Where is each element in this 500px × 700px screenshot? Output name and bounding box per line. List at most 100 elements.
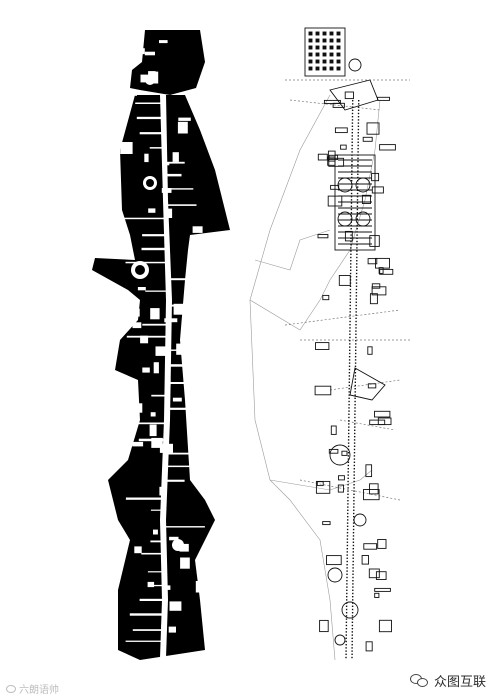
column — [347, 490, 349, 492]
column — [351, 176, 353, 179]
column — [354, 397, 356, 399]
column — [347, 516, 349, 518]
column — [345, 644, 347, 646]
plan-silhouette — [92, 30, 230, 660]
column — [349, 301, 351, 303]
column — [352, 576, 354, 579]
building-outline — [374, 410, 391, 418]
column — [351, 154, 353, 156]
column — [348, 426, 350, 428]
column — [351, 628, 354, 630]
column — [357, 160, 359, 163]
weibo-icon — [6, 684, 16, 693]
column — [354, 381, 356, 383]
column — [353, 484, 355, 486]
column — [357, 170, 359, 172]
column — [352, 592, 354, 595]
column — [346, 525, 349, 527]
column — [346, 532, 349, 534]
cross-lane — [132, 629, 166, 631]
figure-ground-plan — [92, 30, 230, 660]
cross-lane — [142, 234, 166, 237]
column — [350, 266, 352, 268]
pier — [336, 31, 341, 36]
column — [352, 583, 354, 585]
pier — [329, 66, 334, 71]
column — [357, 164, 359, 166]
column — [356, 189, 359, 191]
column — [347, 442, 350, 444]
column — [355, 298, 357, 300]
building-outline — [327, 195, 343, 207]
building-outline — [367, 346, 373, 355]
column — [348, 372, 351, 374]
column — [351, 612, 354, 614]
column — [357, 173, 359, 175]
column — [350, 253, 352, 255]
column — [354, 420, 356, 422]
column — [346, 551, 348, 553]
column — [349, 324, 351, 326]
column — [348, 413, 350, 415]
column — [352, 602, 354, 604]
column — [355, 320, 357, 323]
courtyard — [162, 162, 170, 166]
triangular-plaza — [349, 367, 386, 401]
column — [355, 317, 357, 319]
courtyard — [132, 441, 144, 447]
pier — [308, 31, 313, 36]
column — [350, 221, 352, 223]
column — [350, 269, 352, 271]
building-outline — [340, 144, 347, 150]
church-core — [146, 179, 154, 187]
column — [356, 205, 359, 207]
column — [345, 615, 348, 617]
column — [356, 212, 359, 214]
courtyard — [169, 536, 179, 541]
column — [349, 349, 351, 351]
column — [352, 554, 354, 556]
column — [354, 423, 356, 425]
column — [349, 327, 351, 329]
column — [355, 295, 358, 297]
column — [357, 122, 360, 124]
column — [350, 234, 352, 236]
column — [352, 596, 354, 598]
column — [353, 445, 356, 447]
courtyard — [179, 543, 189, 552]
column — [352, 522, 355, 524]
column — [349, 336, 351, 339]
column — [349, 346, 351, 348]
column — [356, 208, 359, 211]
courtyard — [165, 585, 171, 590]
column — [349, 288, 352, 291]
cross-lane — [150, 509, 166, 511]
column — [355, 330, 357, 332]
cross-lane — [166, 188, 194, 190]
courtyard — [189, 314, 198, 319]
column — [350, 256, 352, 259]
column — [351, 170, 353, 172]
pier — [308, 45, 313, 50]
building-outline — [377, 96, 390, 101]
watermark-right-text: 众图互联 — [433, 675, 486, 690]
column — [356, 244, 358, 246]
pier — [322, 52, 327, 57]
column — [349, 320, 351, 323]
column — [345, 653, 347, 655]
column — [348, 432, 350, 435]
courtyard — [142, 367, 150, 373]
column — [351, 173, 353, 175]
column — [348, 368, 351, 371]
pier — [308, 59, 313, 64]
watermark-right: 众图互联 — [409, 671, 486, 690]
column — [355, 272, 358, 275]
pier — [329, 38, 334, 43]
column — [348, 436, 350, 438]
circular-structure — [353, 513, 367, 527]
column — [355, 276, 358, 278]
column — [347, 477, 349, 479]
column — [349, 340, 351, 342]
church-plan — [145, 75, 155, 85]
building-outline — [330, 425, 337, 435]
